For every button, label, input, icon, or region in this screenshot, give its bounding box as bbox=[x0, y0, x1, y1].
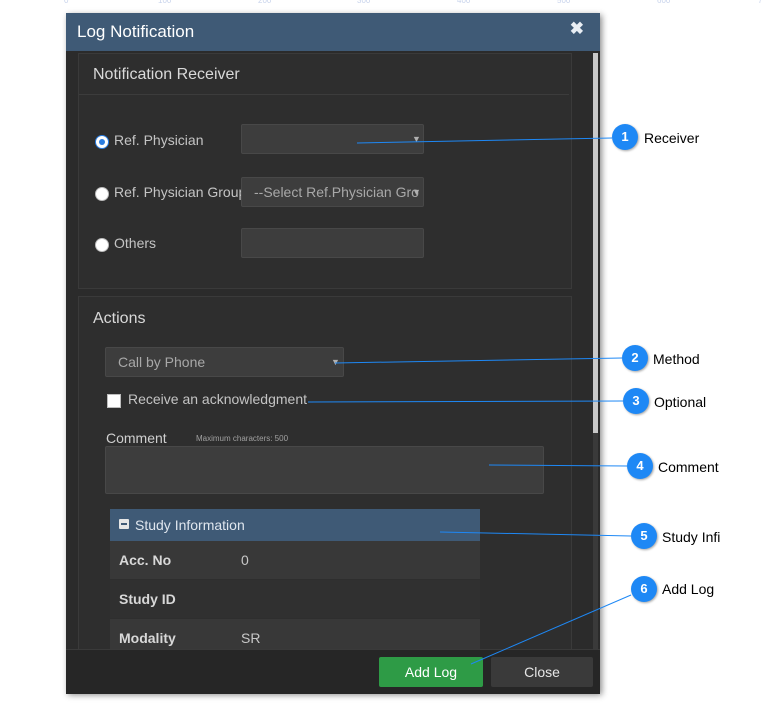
ruler-tick: 600 bbox=[657, 0, 671, 5]
ref-physician-group-select-value: --Select Ref.Physician Gro bbox=[254, 184, 419, 200]
method-select-value: Call by Phone bbox=[118, 354, 206, 370]
chevron-down-icon: ▼ bbox=[331, 357, 340, 367]
ref-physician-select[interactable]: ▼ bbox=[241, 124, 424, 154]
scrollbar-thumb[interactable] bbox=[593, 53, 598, 433]
chevron-down-icon: ▼ bbox=[412, 187, 421, 197]
close-button[interactable]: Close bbox=[491, 657, 593, 687]
actions-section-title: Actions bbox=[93, 310, 146, 327]
callout-line-6 bbox=[470, 594, 632, 665]
dialog-footer: Add Log Close bbox=[66, 649, 600, 694]
study-row-key: Study ID bbox=[119, 591, 176, 607]
callout-marker-3: 3 bbox=[623, 388, 649, 414]
callout-marker-2: 2 bbox=[622, 345, 648, 371]
dialog-body: Notification Receiver Ref. Physician ▼ R… bbox=[66, 51, 600, 649]
add-log-button[interactable]: Add Log bbox=[379, 657, 483, 687]
study-row-value: SR bbox=[241, 630, 261, 646]
ref-physician-group-label: Ref. Physician Group bbox=[114, 184, 247, 200]
close-icon[interactable]: ✖ bbox=[569, 19, 584, 38]
ref-physician-label: Ref. Physician bbox=[114, 132, 204, 148]
study-row-modality: Modality SR bbox=[110, 619, 480, 649]
callout-label-1: Receiver bbox=[644, 130, 700, 146]
study-info-header[interactable]: Study Information bbox=[110, 509, 480, 541]
callout-line-3 bbox=[307, 400, 624, 403]
others-input[interactable] bbox=[241, 228, 424, 258]
collapse-icon[interactable] bbox=[119, 519, 129, 529]
callout-line-2 bbox=[334, 357, 623, 364]
callout-label-4: Comment bbox=[658, 459, 719, 475]
method-select[interactable]: Call by Phone ▼ bbox=[105, 347, 344, 377]
ruler-tick: 500 bbox=[557, 0, 571, 5]
divider bbox=[79, 94, 569, 95]
acknowledgment-checkbox[interactable] bbox=[107, 394, 121, 408]
ref-physician-radio[interactable] bbox=[95, 135, 109, 149]
study-row-key: Modality bbox=[119, 630, 176, 646]
callout-line-5 bbox=[439, 531, 632, 537]
others-radio[interactable] bbox=[95, 238, 109, 252]
dialog-scrollbar[interactable] bbox=[593, 53, 598, 649]
callout-marker-4: 4 bbox=[627, 453, 653, 479]
dialog-title: Log Notification bbox=[77, 22, 195, 41]
callout-label-3: Optional bbox=[654, 394, 707, 410]
ruler-tick: 7 bbox=[758, 0, 763, 5]
callout-line-1 bbox=[356, 137, 613, 144]
ruler-tick: 200 bbox=[258, 0, 272, 5]
dialog-header: Log Notification ✖ bbox=[66, 13, 600, 51]
chevron-down-icon: ▼ bbox=[412, 134, 421, 144]
ruler-tick: 400 bbox=[457, 0, 471, 5]
study-row-acc-no: Acc. No 0 bbox=[110, 541, 480, 579]
ref-physician-group-select[interactable]: --Select Ref.Physician Gro ▼ bbox=[241, 177, 424, 207]
study-row-key: Acc. No bbox=[119, 552, 172, 568]
ruler-tick: 0 bbox=[64, 0, 69, 5]
callout-label-5: Study Infi bbox=[662, 529, 721, 545]
callout-label-6: Add Log bbox=[662, 581, 715, 597]
study-row-value: 0 bbox=[241, 552, 249, 568]
callout-marker-6: 6 bbox=[631, 576, 657, 602]
study-info-title: Study Information bbox=[135, 517, 245, 533]
comment-textarea[interactable] bbox=[105, 446, 544, 494]
log-notification-dialog: Log Notification ✖ Notification Receiver… bbox=[66, 13, 600, 694]
comment-char-limit: Maximum characters: 500 bbox=[196, 434, 289, 443]
ruler-tick: 300 bbox=[357, 0, 371, 5]
receiver-section-title: Notification Receiver bbox=[93, 66, 240, 83]
acknowledgment-label: Receive an acknowledgment bbox=[128, 391, 307, 407]
others-label: Others bbox=[114, 235, 157, 251]
callout-marker-1: 1 bbox=[612, 124, 638, 150]
callout-line-4 bbox=[488, 464, 628, 467]
study-row-study-id: Study ID bbox=[110, 580, 480, 618]
ref-physician-group-radio[interactable] bbox=[95, 187, 109, 201]
ruler-tick: 100 bbox=[158, 0, 172, 5]
callout-marker-5: 5 bbox=[631, 523, 657, 549]
comment-label: Comment bbox=[106, 430, 167, 446]
ruler: 0 100 200 300 400 500 600 7 bbox=[0, 0, 765, 6]
callout-label-2: Method bbox=[653, 351, 700, 367]
